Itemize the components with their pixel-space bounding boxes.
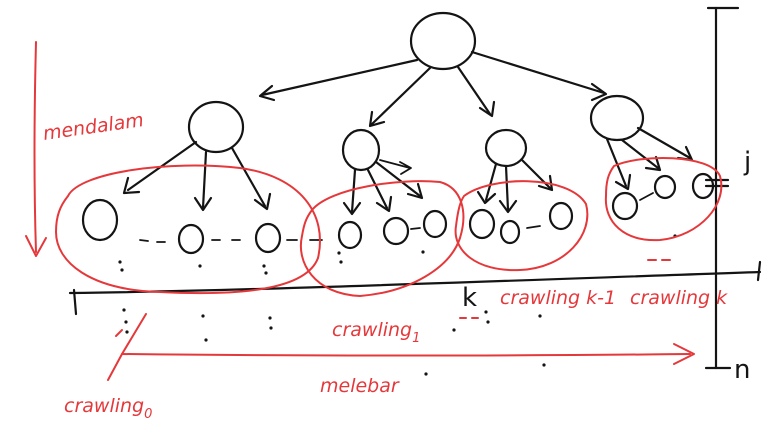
breadth-arrow: [121, 353, 691, 357]
breadth-arrow-head: [673, 343, 695, 365]
leaf-node-b3: [422, 209, 448, 239]
crawling-0-label: crawling0: [64, 395, 152, 422]
crawling-group-1: [299, 180, 465, 297]
leaf-node-c2: [499, 219, 521, 245]
level1-node-4: [589, 94, 645, 142]
edge-n3-c1: [484, 162, 498, 202]
crawling-k-label: crawling k: [630, 287, 728, 309]
tree: [68, 6, 762, 376]
crawling-group-k: [604, 156, 723, 242]
leaf-node-a2: [177, 223, 205, 255]
leaf-node-d1: [611, 191, 639, 221]
arrowhead-n4-d1: [614, 173, 632, 191]
leaf-node-a3: [254, 222, 282, 254]
j-label: j: [743, 147, 751, 177]
leaf-node-c1: [468, 208, 496, 240]
depth-label: mendalam: [42, 109, 145, 145]
edge-n2-b1: [350, 168, 357, 214]
depth-arrow: [33, 41, 37, 253]
level-line-right-tick: [756, 260, 762, 282]
leaf-node-d2: [653, 174, 677, 200]
continuation-dots: [118, 234, 677, 376]
arrowhead-root-1: [258, 84, 276, 102]
dash-a1-a2: [139, 239, 166, 243]
dash-c1-c3: [526, 225, 541, 229]
edge-n3-c2: [504, 164, 510, 212]
breadth-label: melebar: [320, 375, 400, 397]
arrowhead-n4-d2: [644, 155, 662, 172]
crawling-group-k-1: [454, 180, 589, 272]
edge-n1-a2: [201, 150, 208, 210]
arrowhead-n1-a1: [122, 176, 141, 195]
root-node: [409, 11, 477, 71]
arrowhead-n2-b1: [342, 201, 362, 216]
crawling0-tick: [115, 329, 123, 337]
arrowhead-n1-a2: [193, 196, 213, 212]
arrowhead-n2-b2: [375, 195, 393, 213]
arrowhead-n3-c3: [537, 174, 554, 192]
leaf-node-b2: [382, 216, 410, 246]
edge-root-1: [260, 58, 419, 97]
arrowhead-n2-b3: [406, 182, 424, 200]
arrow-n2-side: [379, 159, 412, 175]
level1-node-2: [341, 128, 381, 172]
crawling-group-0: [55, 164, 321, 295]
level1-node-3: [484, 128, 528, 168]
arrowhead-n3-c2: [498, 199, 518, 214]
edge-n2-b2: [366, 168, 389, 210]
arrowhead-n3-c1: [476, 190, 497, 205]
dash-b2-b3: [410, 227, 421, 230]
edge-root-3: [456, 65, 492, 116]
crawling-k-1-label: crawling k-1: [500, 287, 616, 309]
leaf-node-a1: [81, 198, 119, 242]
edge-root-4: [470, 50, 606, 95]
crawling-1-label: crawling1: [332, 319, 420, 346]
dash-d1-d2: [639, 192, 654, 201]
arrowhead-root-4: [590, 82, 608, 102]
edge-n2-b3: [374, 160, 422, 198]
arrowhead-n1-a3: [253, 192, 272, 211]
edge-n4-d3: [636, 126, 692, 160]
level1-node-1: [187, 100, 245, 154]
k-label: k: [462, 283, 477, 313]
edge-n1-a3: [230, 146, 267, 208]
depth-arrow-head: [25, 235, 47, 257]
edge-n4-d1: [605, 137, 628, 188]
arrowhead-root-2: [368, 110, 386, 128]
annotations: mendalam melebar crawling0 crawling1 cra…: [25, 41, 728, 422]
level-line-left-tick: [72, 288, 78, 316]
arrowhead-root-3: [478, 100, 496, 118]
depth-scale-j-tick: [704, 178, 730, 188]
edge-root-2: [370, 66, 432, 126]
leaf-node-b1: [337, 220, 363, 250]
crawling0-connector: [107, 313, 147, 381]
n-label: n: [734, 355, 750, 385]
edge-n4-d2: [620, 138, 660, 170]
leaf-node-c3: [548, 201, 574, 231]
